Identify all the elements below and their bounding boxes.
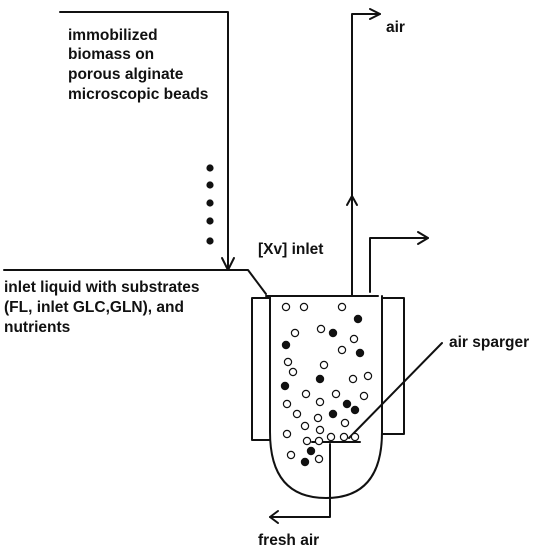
- empty-bead: [315, 425, 325, 435]
- empty-bead: [286, 450, 296, 460]
- air-outlet-mid-arrow: [346, 195, 358, 206]
- liquid-inlet-label-line1: inlet liquid with substrates: [4, 279, 200, 296]
- empty-bead: [290, 328, 300, 338]
- biomass-label-line4: microscopic beads: [68, 86, 208, 103]
- side-vent-arrowhead: [417, 231, 429, 245]
- empty-bead: [288, 367, 298, 377]
- empty-bead: [302, 436, 312, 446]
- empty-bead: [337, 302, 347, 312]
- empty-bead: [337, 345, 347, 355]
- empty-bead: [282, 399, 292, 409]
- air-sparger-label: air sparger: [449, 334, 529, 351]
- bead-feed-dot: [206, 217, 214, 225]
- empty-bead: [313, 413, 323, 423]
- air-outlet-label: air: [386, 19, 405, 36]
- filled-bead: [328, 409, 338, 419]
- empty-bead: [326, 432, 336, 442]
- empty-bead: [348, 374, 358, 384]
- empty-bead: [300, 421, 310, 431]
- air-outlet-pipe: [351, 13, 381, 297]
- empty-bead: [301, 389, 311, 399]
- filled-bead: [306, 446, 316, 456]
- empty-bead: [314, 436, 324, 446]
- biomass-label-line1: immobilized: [68, 27, 158, 44]
- empty-bead: [292, 409, 302, 419]
- side-vent-pipe: [369, 237, 429, 293]
- filled-bead: [350, 405, 360, 415]
- liquid-inlet-pipe: [3, 269, 267, 295]
- liquid-inlet-label-line3: nutrients: [4, 319, 70, 336]
- liquid-inlet-label-line2: (FL, inlet GLC,GLN), and: [4, 299, 184, 316]
- bead-feed-dot: [206, 164, 214, 172]
- empty-bead: [359, 391, 369, 401]
- bead-feed-dot: [206, 181, 214, 189]
- empty-bead: [349, 334, 359, 344]
- reactor-jacket: [251, 297, 405, 441]
- filled-bead: [315, 374, 325, 384]
- filled-bead: [342, 399, 352, 409]
- empty-bead: [350, 432, 360, 442]
- filled-bead: [353, 314, 363, 324]
- empty-bead: [282, 429, 292, 439]
- empty-bead: [340, 418, 350, 428]
- filled-bead: [300, 457, 310, 467]
- filled-bead: [355, 348, 365, 358]
- fresh-air-arrowhead: [269, 510, 279, 524]
- reactor-vessel: [269, 295, 383, 499]
- empty-bead: [315, 397, 325, 407]
- fresh-air-label: fresh air: [258, 532, 319, 549]
- filled-bead: [328, 328, 338, 338]
- air-sparger-pointer: [348, 342, 443, 439]
- empty-bead: [363, 371, 373, 381]
- xv-inlet-label: [Xv] inlet: [258, 241, 323, 258]
- bead-feed-dot: [206, 199, 214, 207]
- empty-bead: [339, 432, 349, 442]
- empty-bead: [281, 302, 291, 312]
- bead-feed: [206, 164, 214, 245]
- fresh-air-pipe: [269, 443, 331, 518]
- reactor-beads: [280, 302, 373, 467]
- filled-bead: [280, 381, 290, 391]
- bead-feed-dot: [206, 237, 214, 245]
- empty-bead: [319, 360, 329, 370]
- air-outlet-arrowhead: [369, 8, 381, 20]
- empty-bead: [299, 302, 309, 312]
- empty-bead: [314, 454, 324, 464]
- empty-bead: [316, 324, 326, 334]
- filled-bead: [281, 340, 291, 350]
- biomass-inlet-pipe: [59, 11, 229, 271]
- biomass-label-line2: biomass on: [68, 46, 154, 63]
- empty-bead: [331, 389, 341, 399]
- empty-bead: [283, 357, 293, 367]
- biomass-label-line3: porous alginate: [68, 66, 184, 83]
